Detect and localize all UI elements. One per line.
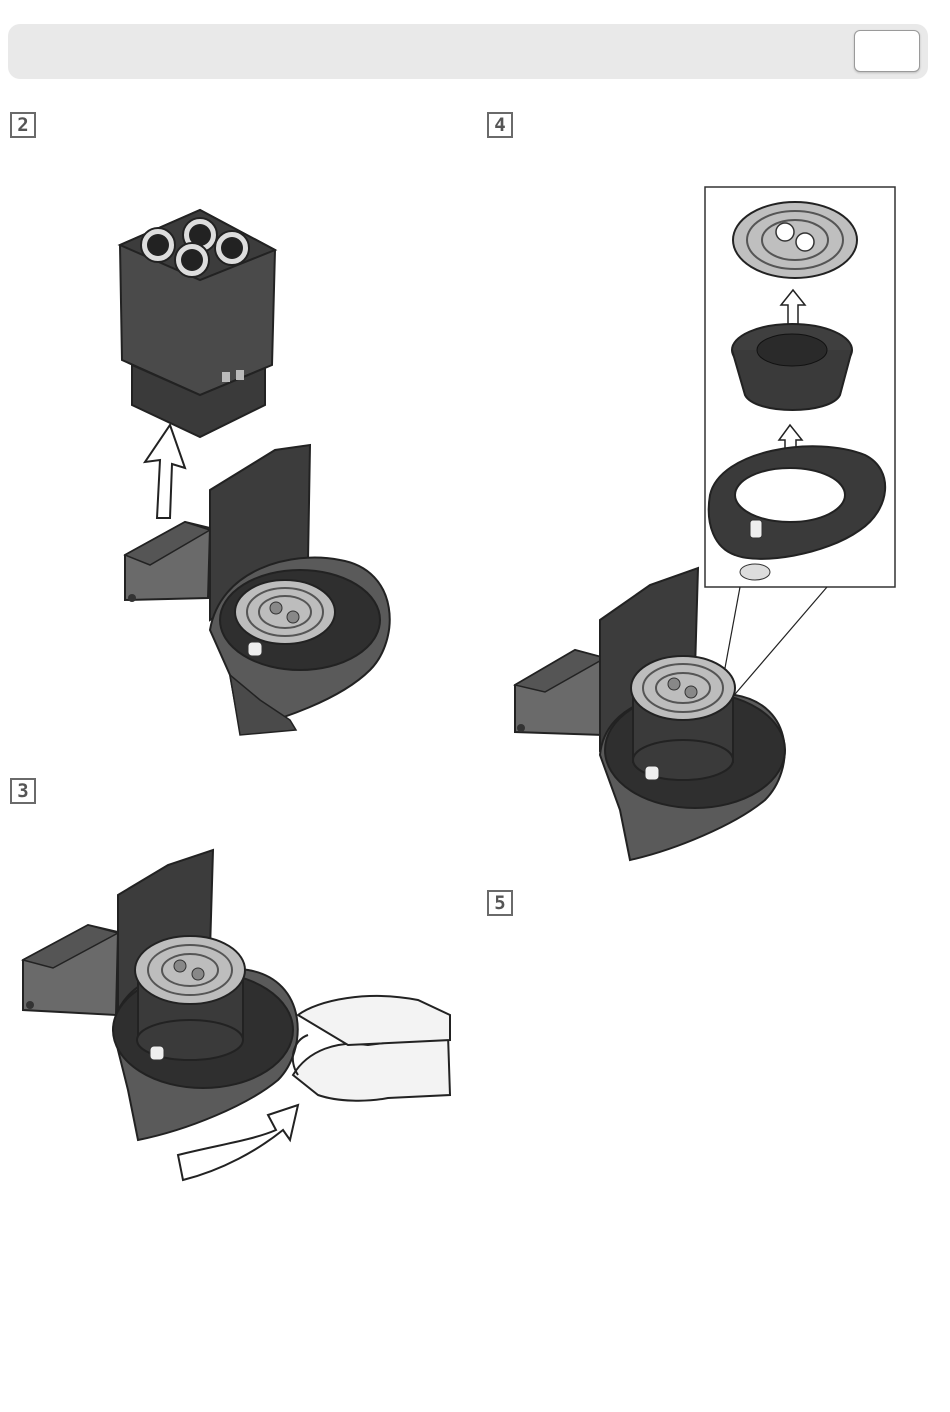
drip-tray-unit <box>515 568 785 860</box>
step-5-label: 5 <box>487 890 513 916</box>
step-4-label: 4 <box>487 112 513 138</box>
step-2-label: 2 <box>10 112 36 138</box>
step-4-illustration <box>505 180 905 870</box>
lift-up-arrow-icon <box>145 425 185 518</box>
header-bar <box>8 24 928 79</box>
step-3-illustration <box>18 840 458 1190</box>
drip-tray-unit <box>23 850 298 1140</box>
detail-inset <box>705 187 895 587</box>
step-2-illustration <box>100 200 400 740</box>
capsule-container <box>120 210 275 437</box>
callout-line <box>730 587 827 700</box>
page-number-box <box>854 30 920 72</box>
step-3-label: 3 <box>10 778 36 804</box>
hand-illustration <box>293 996 450 1101</box>
